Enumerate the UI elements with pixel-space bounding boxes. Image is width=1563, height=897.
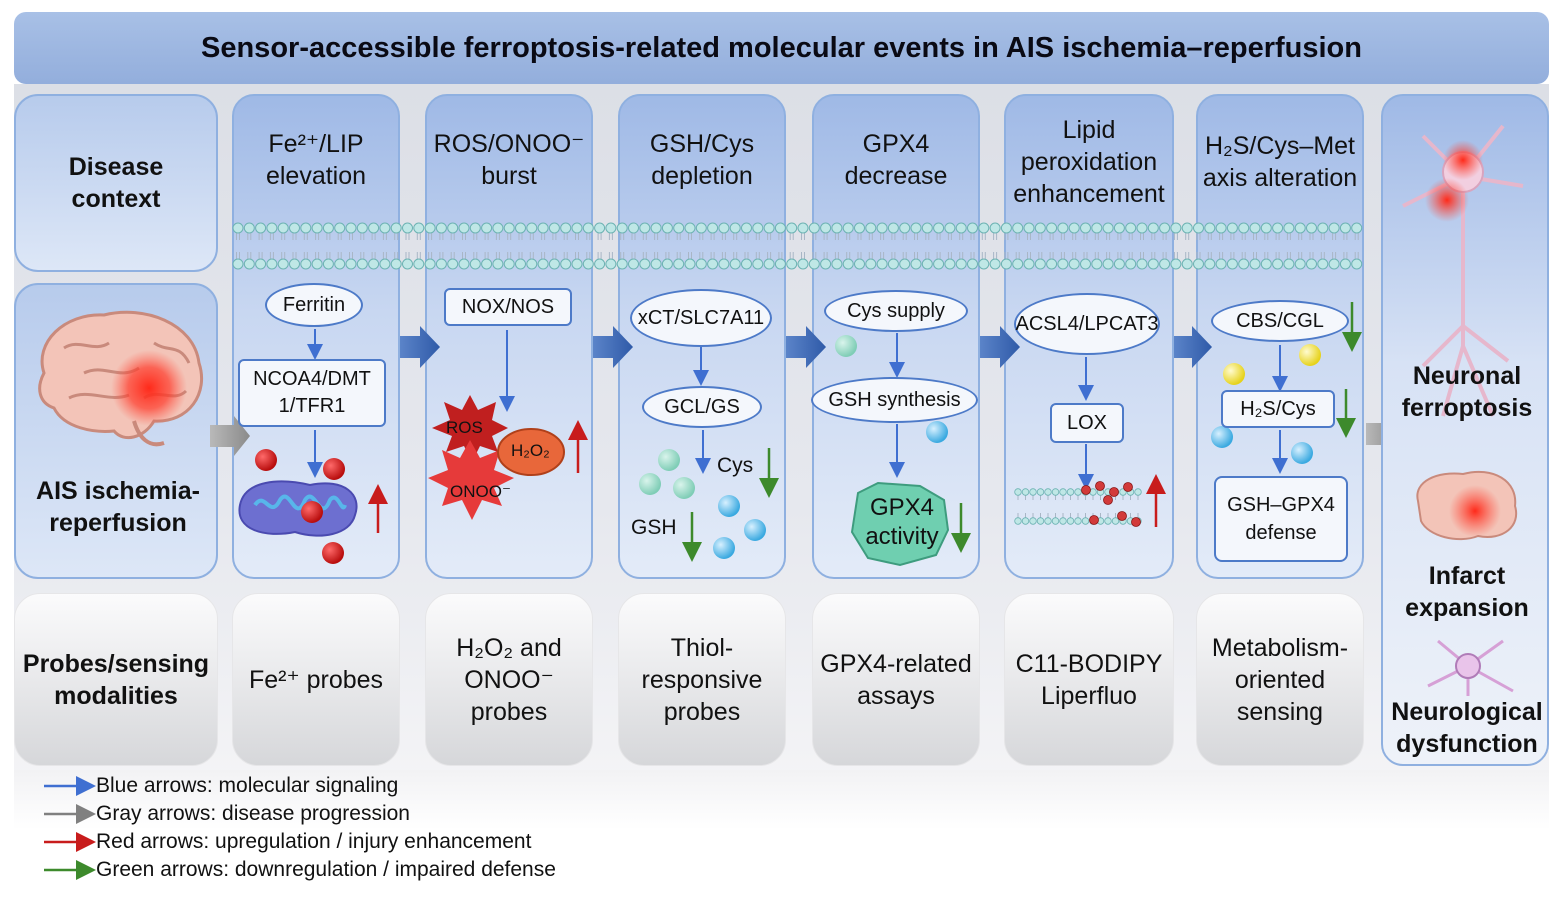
outcome-neurological-dysfunction: Neurological dysfunction bbox=[1391, 698, 1543, 758]
probe-box-ros: H₂O₂ and ONOO⁻ probes bbox=[425, 593, 593, 766]
node-ferritin: Ferritin bbox=[265, 283, 363, 327]
node-cbs-cgl: CBS/CGL bbox=[1211, 300, 1349, 342]
background-fade bbox=[14, 770, 1549, 830]
node-xct: xCT/SLC7A11 bbox=[630, 289, 772, 347]
probe-box-iron: Fe²⁺ probes bbox=[232, 593, 400, 766]
probe-lipid: C11-BODIPY Liperfluo bbox=[1015, 649, 1163, 710]
legend-red: Red arrows: upregulation / injury enhanc… bbox=[96, 830, 532, 853]
disease-context-label: Disease context bbox=[68, 153, 164, 213]
species-ros: ROS bbox=[446, 418, 483, 437]
node-ncoa4: NCOA4/DMT1/TFR1 bbox=[238, 359, 386, 427]
step-arrow-1 bbox=[400, 326, 440, 368]
label-gsh: GSH bbox=[631, 516, 677, 539]
step-arrow-4 bbox=[980, 326, 1020, 368]
probes-box: Probes/sensing modalities bbox=[14, 593, 218, 766]
heading-iron: Fe²⁺/LIP elevation bbox=[265, 130, 367, 190]
species-onoo: ONOO⁻ bbox=[450, 482, 511, 501]
step-arrow-2 bbox=[593, 326, 633, 368]
heading-gpx4: GPX4 decrease bbox=[844, 130, 948, 190]
heading-ros: ROS/ONOO⁻ burst bbox=[433, 130, 585, 190]
probe-ros: H₂O₂ and ONOO⁻ probes bbox=[456, 633, 562, 726]
legend-blue: Blue arrows: molecular signaling bbox=[96, 774, 399, 797]
probe-box-lipid: C11-BODIPY Liperfluo bbox=[1004, 593, 1174, 766]
legend-gray: Gray arrows: disease progression bbox=[96, 802, 410, 825]
legend-green: Green arrows: downregulation / impaired … bbox=[96, 858, 556, 881]
node-gsh-gpx4-defense: GSH–GPX4 defense bbox=[1214, 476, 1348, 562]
node-gpx4-activity: GPX4 activity bbox=[865, 494, 939, 550]
node-h2s-cys: H₂S/Cys bbox=[1221, 390, 1335, 428]
probe-gpx4: GPX4-related assays bbox=[820, 649, 972, 710]
probe-box-h2s: Metabolism-oriented sensing bbox=[1196, 593, 1364, 766]
species-h2o2: H₂O₂ bbox=[511, 441, 550, 460]
step-arrow-5 bbox=[1174, 326, 1212, 368]
brain-icon bbox=[24, 303, 214, 453]
label-cys: Cys bbox=[717, 454, 754, 477]
title-bar: Sensor-accessible ferroptosis-related mo… bbox=[14, 12, 1549, 84]
node-nox-nos: NOX/NOS bbox=[444, 288, 572, 326]
probe-thiol: Thiol-responsive probes bbox=[641, 633, 763, 726]
disease-box: AIS ischemia-reperfusion bbox=[14, 283, 218, 579]
heading-lipid: Lipid peroxidation enhancement bbox=[1013, 116, 1165, 208]
membrane-bilayer bbox=[232, 222, 1363, 270]
probe-iron: Fe²⁺ probes bbox=[248, 665, 384, 694]
outcome-infarct-expansion: Infarct expansion bbox=[1405, 562, 1529, 622]
diagram-title: Sensor-accessible ferroptosis-related mo… bbox=[201, 31, 1362, 64]
outcome-column: Neuronal ferroptosis Infarct expansion N… bbox=[1381, 94, 1549, 766]
node-gsh-synthesis: GSH synthesis bbox=[811, 377, 978, 423]
probe-box-gpx4: GPX4-related assays bbox=[812, 593, 980, 766]
probes-label: Probes/sensing modalities bbox=[22, 649, 210, 710]
node-gcl-gs: GCL/GS bbox=[642, 386, 762, 428]
heading-gsh: GSH/Cys depletion bbox=[649, 130, 755, 190]
node-lox: LOX bbox=[1050, 403, 1124, 443]
mini-membrane bbox=[1014, 481, 1142, 527]
probe-box-gsh: Thiol-responsive probes bbox=[618, 593, 786, 766]
neuron-icon bbox=[1402, 124, 1524, 696]
disease-label: AIS ischemia-reperfusion bbox=[36, 477, 200, 537]
heading-h2s: H₂S/Cys–Met axis alteration bbox=[1202, 132, 1358, 192]
node-cys-supply: Cys supply bbox=[824, 290, 968, 332]
disease-context-box: Disease context bbox=[14, 94, 218, 272]
probe-metabolism: Metabolism-oriented sensing bbox=[1211, 633, 1349, 726]
node-acsl4: ACSL4/LPCAT3 bbox=[1014, 293, 1160, 355]
outcome-neuronal-ferroptosis: Neuronal ferroptosis bbox=[1401, 362, 1533, 422]
step-arrow-3 bbox=[786, 326, 826, 368]
